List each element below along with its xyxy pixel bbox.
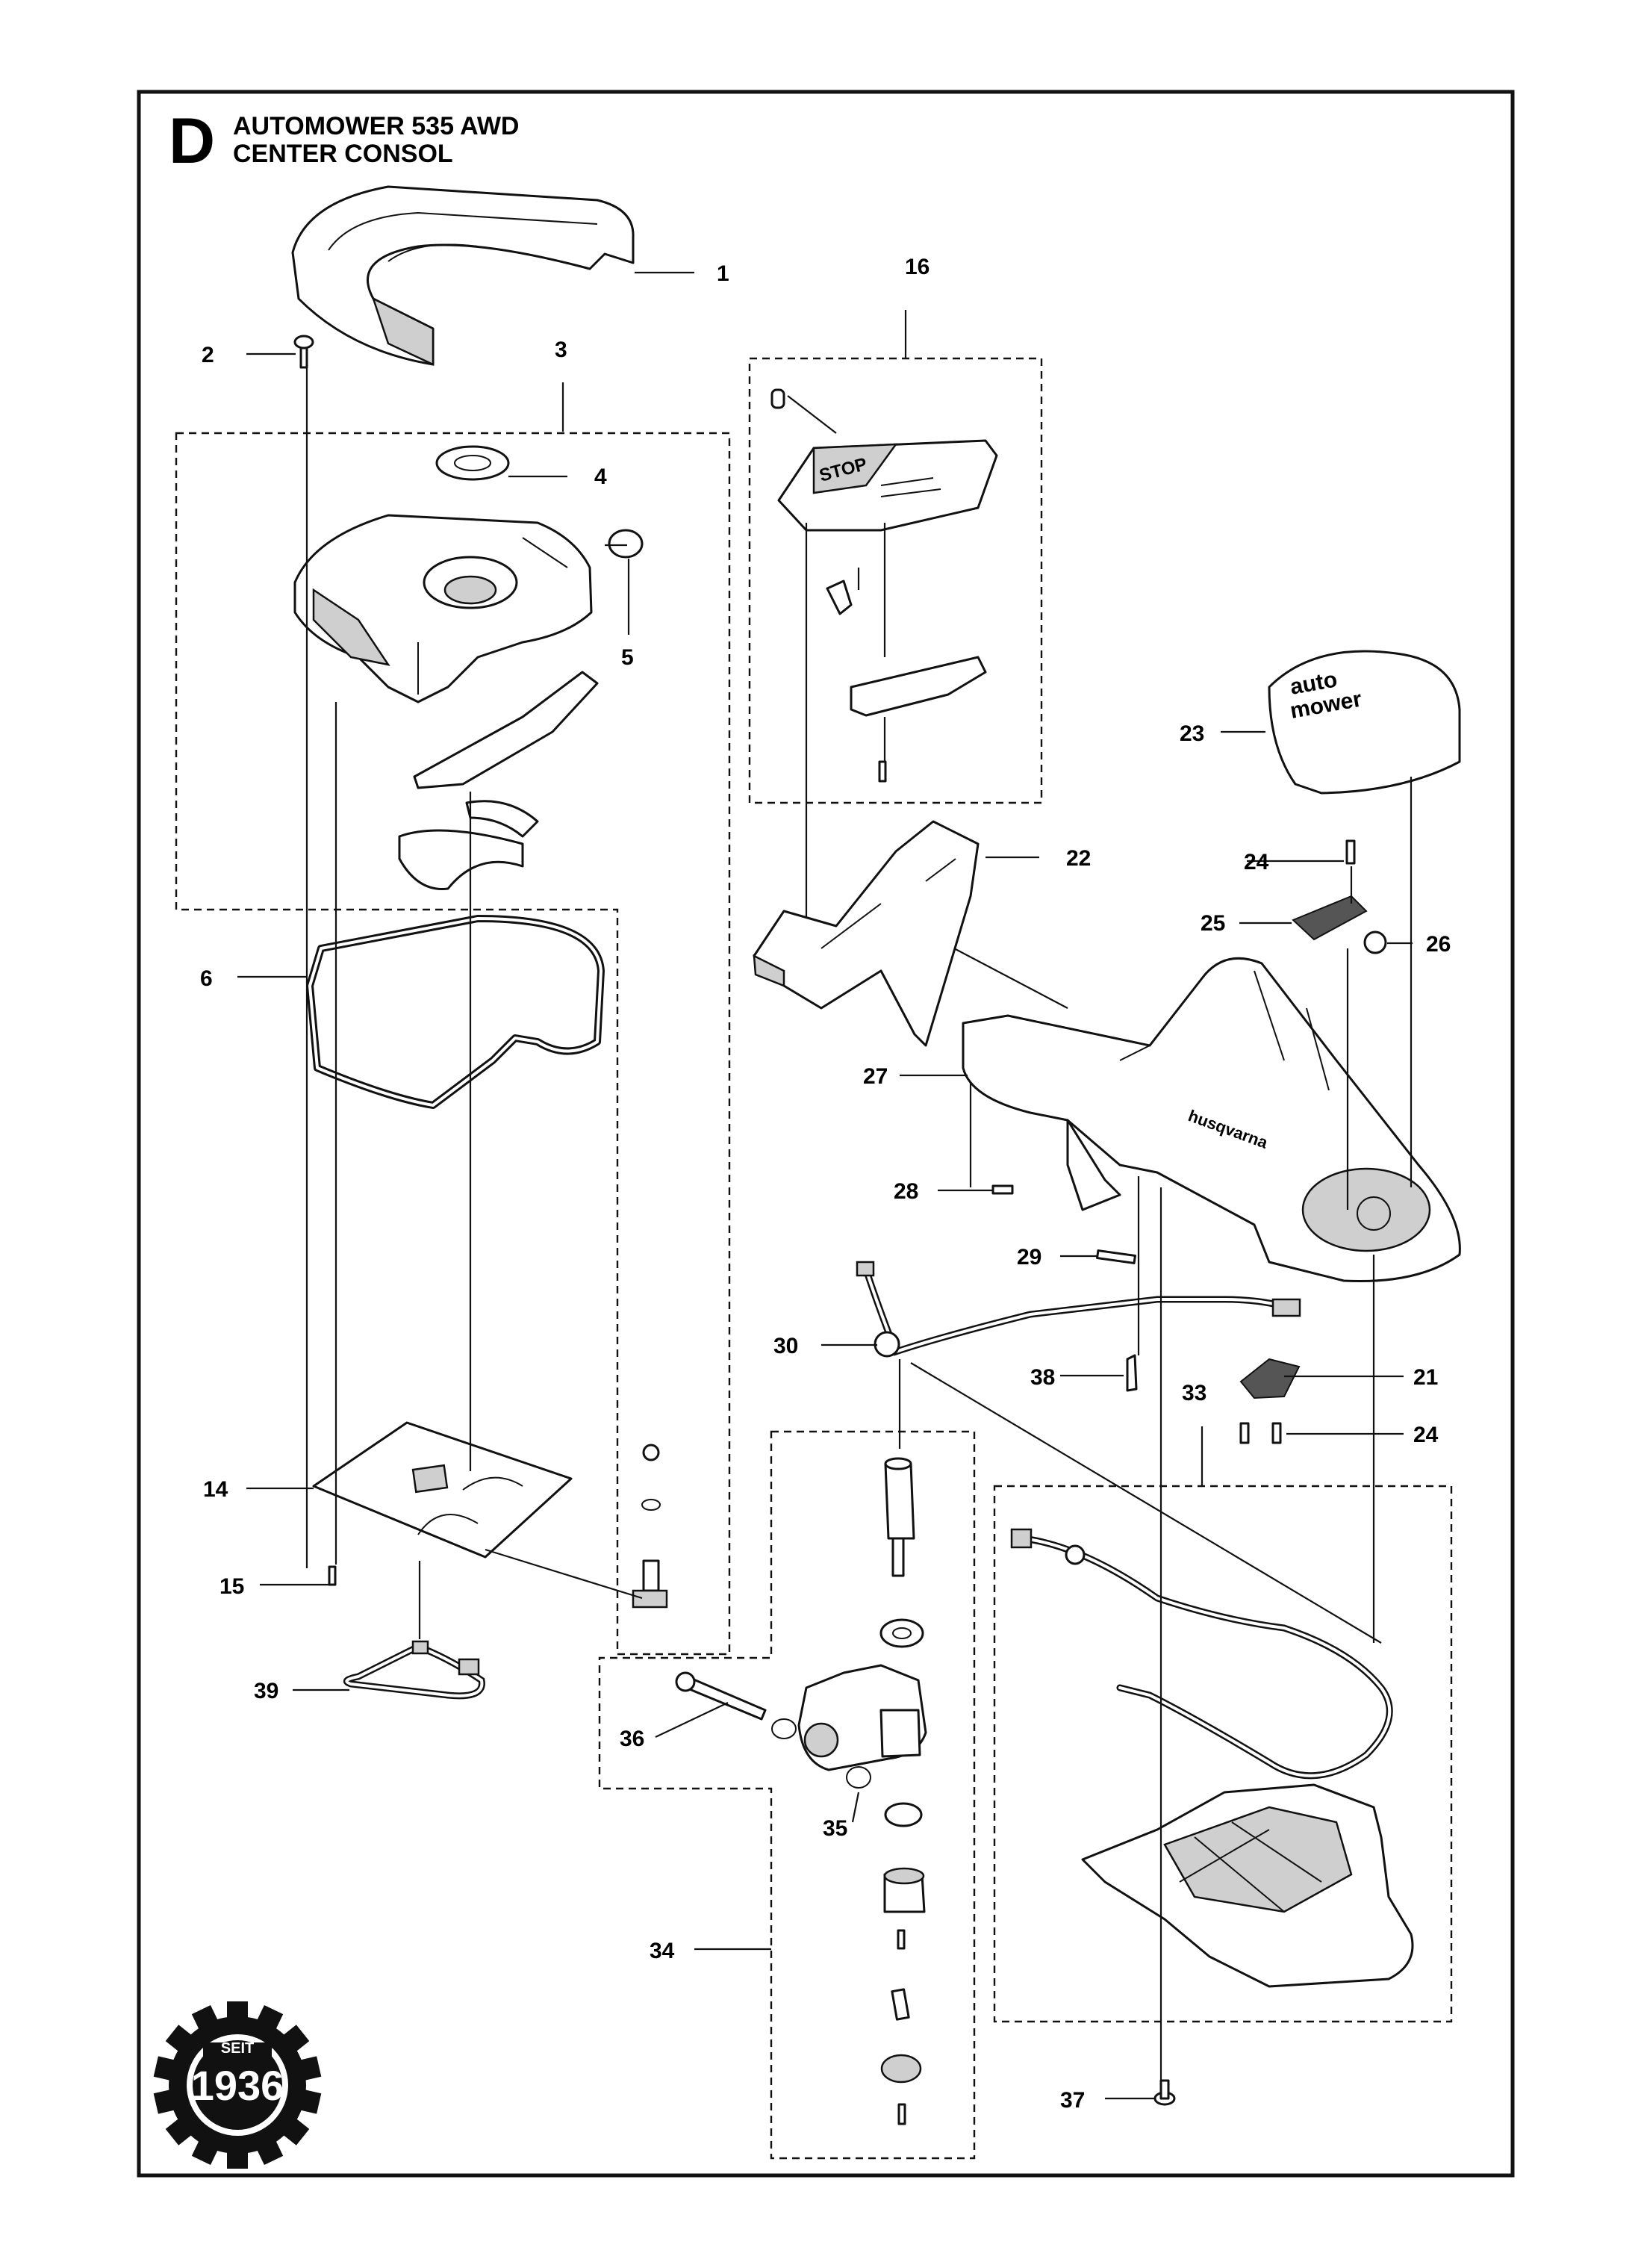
link-part-25 [1292, 895, 1368, 941]
clip-pieces [398, 800, 539, 890]
callout-numbers: 1 2 3 4 5 6 14 15 16 21 22 23 24 24 25 2… [200, 255, 1451, 2113]
group-box-3 [175, 432, 731, 1656]
rail-bracket [413, 671, 599, 789]
group-box-16 [748, 357, 1043, 804]
label-33: 33 [1182, 1381, 1206, 1405]
cap-disc-part-4 [435, 445, 510, 481]
label-29: 29 [1017, 1245, 1041, 1270]
label-6: 6 [200, 966, 213, 991]
label-24a: 24 [1244, 850, 1269, 874]
screw-part-37 [1153, 2079, 1176, 2106]
label-25: 25 [1201, 911, 1225, 936]
label-28: 28 [894, 1179, 918, 1204]
badge-top-text: SEIT [221, 2040, 254, 2057]
label-2: 2 [202, 343, 214, 367]
screw-part-24-top [1345, 839, 1356, 865]
diagram-title: AUTOMOWER 535 AWD [233, 112, 519, 140]
label-39: 39 [254, 1679, 278, 1703]
mounting-plate-part-14 [312, 1421, 573, 1559]
group-box-33 [993, 1485, 1453, 2023]
label-14: 14 [203, 1477, 228, 1502]
sensor-bracket-part-21 [1239, 1358, 1301, 1444]
page-frame [137, 90, 1515, 2178]
handle-top-cover [291, 185, 635, 366]
label-30: 30 [773, 1334, 798, 1358]
label-16: 16 [905, 255, 930, 279]
label-34: 34 [650, 1939, 675, 1963]
label-4: 4 [594, 465, 607, 489]
section-letter: D [169, 105, 215, 177]
clip-part-38 [1126, 1354, 1138, 1392]
label-37: 37 [1060, 2088, 1085, 2113]
bracket-part-22 [753, 820, 980, 1047]
center-chassis-part-27: husqvarna [962, 957, 1461, 1283]
label-21: 21 [1413, 1365, 1438, 1390]
label-38: 38 [1030, 1365, 1055, 1390]
leader-lines [237, 271, 1413, 2100]
drive-assembly-part-34 [675, 1457, 927, 2125]
label-35: 35 [823, 1816, 847, 1841]
top-cover-part-23: auto mower [1268, 650, 1461, 795]
label-23: 23 [1180, 721, 1204, 746]
cable-part-30 [856, 1261, 1301, 1358]
label-5: 5 [621, 645, 634, 670]
label-27: 27 [863, 1064, 888, 1089]
diagram-subtitle: CENTER CONSOL [233, 140, 453, 168]
label-24b: 24 [1413, 1423, 1439, 1447]
center-housing [293, 514, 593, 703]
label-22: 22 [1066, 846, 1091, 871]
label-15: 15 [219, 1574, 244, 1599]
seit-1936-gear-badge: SEIT 1936 [153, 2001, 322, 2169]
screw-part-15 [328, 1565, 337, 1586]
screw-part-28 [991, 1184, 1014, 1195]
gasket-part-6 [306, 915, 605, 1109]
badge-year: 1936 [191, 2062, 284, 2109]
label-3: 3 [555, 338, 567, 362]
screw-part-29 [1096, 1249, 1136, 1264]
lower-assembly-part-33 [1010, 1528, 1414, 1988]
cable-part-39 [343, 1640, 485, 1700]
label-1: 1 [717, 261, 729, 286]
label-26: 26 [1426, 932, 1451, 957]
plug-part-5 [608, 529, 644, 559]
label-36: 36 [620, 1727, 644, 1751]
nut-part-26 [1363, 930, 1387, 954]
group-box-34 [598, 1430, 976, 2160]
screw-part-2 [293, 335, 314, 369]
hall-sensor [632, 1444, 668, 1609]
stop-button-assembly: STOP [770, 388, 998, 783]
